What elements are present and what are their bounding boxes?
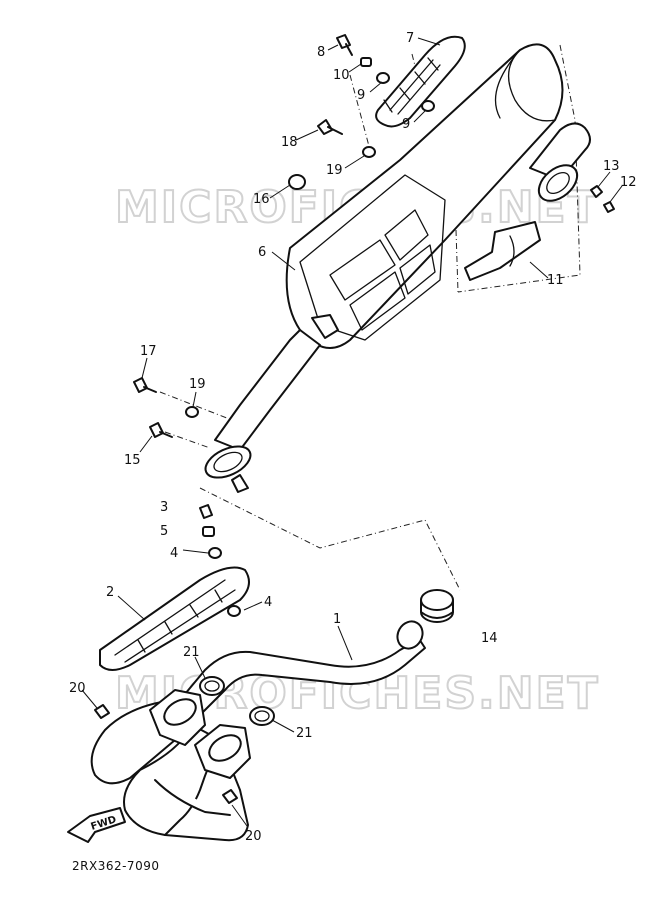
callout-2: 2 bbox=[106, 585, 114, 600]
callout-4-lower: 4 bbox=[264, 595, 272, 610]
callout-13: 13 bbox=[603, 159, 620, 174]
callout-19-upper: 19 bbox=[326, 163, 343, 178]
callout-10: 10 bbox=[333, 68, 350, 83]
callout-9-upper: 9 bbox=[357, 88, 365, 103]
callout-19-lower: 19 bbox=[189, 377, 206, 392]
hardware bbox=[94, 34, 615, 804]
leader-lines bbox=[81, 37, 623, 827]
callout-12: 12 bbox=[620, 175, 637, 190]
sleeve bbox=[420, 589, 454, 623]
callout-4-upper: 4 bbox=[170, 546, 178, 561]
callout-17: 17 bbox=[140, 344, 157, 359]
diagram-code: 2RX362-7090 bbox=[72, 859, 159, 873]
callout-14: 14 bbox=[481, 631, 498, 646]
callout-6: 6 bbox=[258, 245, 266, 260]
callout-8: 8 bbox=[317, 45, 325, 60]
muffler bbox=[204, 43, 591, 493]
gasket-lower bbox=[249, 706, 275, 726]
callout-15: 15 bbox=[124, 453, 141, 468]
callout-9-lower: 9 bbox=[402, 117, 410, 132]
callouts: 7 8 10 9 9 18 19 16 6 13 12 11 17 19 15 … bbox=[69, 31, 637, 844]
exhaust-pipe bbox=[90, 620, 426, 842]
callout-18: 18 bbox=[281, 135, 298, 150]
callout-21-lower: 21 bbox=[296, 726, 313, 741]
callout-11: 11 bbox=[547, 273, 564, 288]
upper-heat-guard bbox=[375, 35, 466, 128]
forward-arrow: FWD bbox=[67, 807, 126, 843]
gasket-upper bbox=[199, 676, 225, 696]
callout-21-upper: 21 bbox=[183, 645, 200, 660]
callout-20-lower: 20 bbox=[245, 829, 262, 844]
callout-7: 7 bbox=[406, 31, 414, 46]
callout-1: 1 bbox=[333, 612, 341, 627]
callout-3: 3 bbox=[160, 500, 168, 515]
callout-5: 5 bbox=[160, 524, 168, 539]
callout-16: 16 bbox=[253, 192, 270, 207]
lower-heat-guard bbox=[99, 566, 250, 671]
callout-20-upper: 20 bbox=[69, 681, 86, 696]
